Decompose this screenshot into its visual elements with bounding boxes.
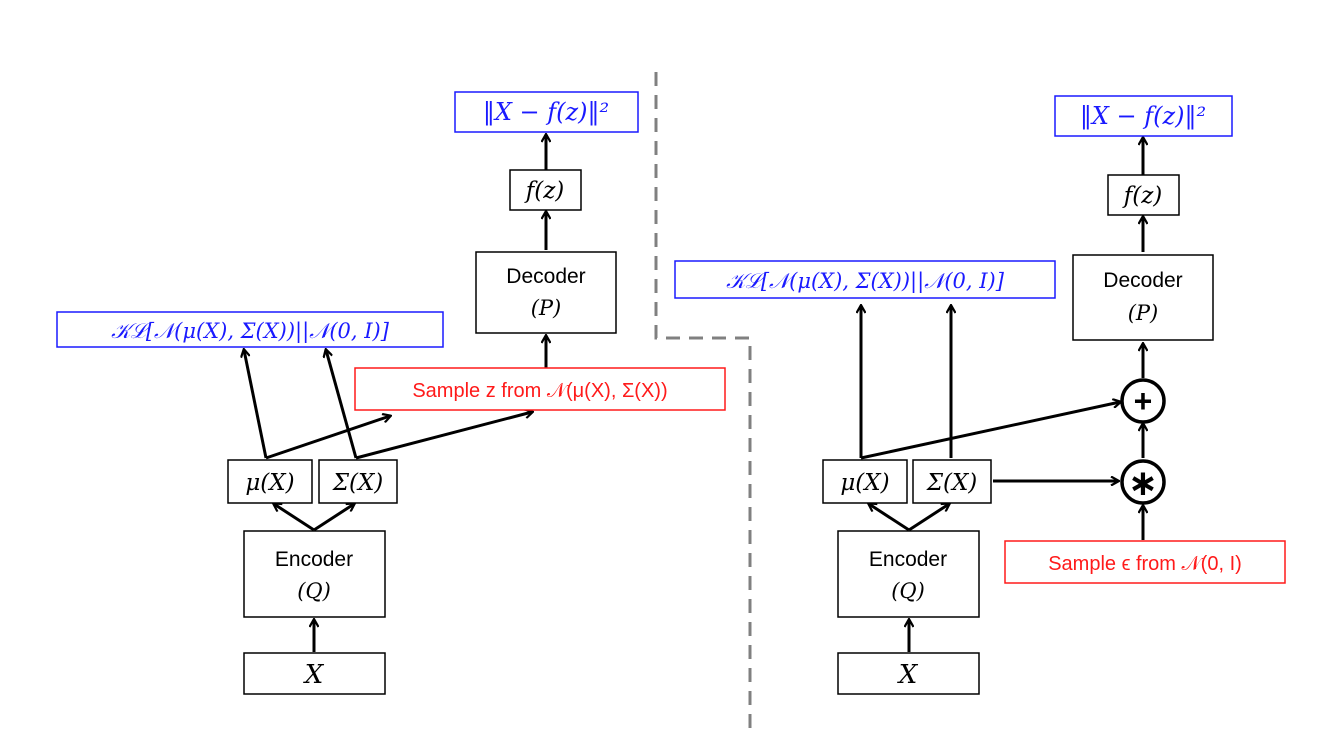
kl-loss-label: 𝒦ℒ[𝒩(μ(X), Σ(X))||𝒩(0, I)] xyxy=(726,269,1005,294)
sample-z-label: Sample z from 𝒩(μ(X), Σ(X)) xyxy=(412,380,667,402)
mu-box xyxy=(822,459,908,504)
input-x-box xyxy=(837,652,980,695)
kl-loss-label: 𝒦ℒ[𝒩(μ(X), Σ(X))||𝒩(0, I)] xyxy=(111,319,390,344)
divider xyxy=(654,72,752,736)
encoder-box xyxy=(243,530,386,618)
sample-epsilon-label: Sample ϵ from 𝒩(0, I) xyxy=(1048,553,1242,575)
arrow-encoder-to-sigma xyxy=(908,504,949,532)
decoder-label: Decoder xyxy=(1103,269,1182,292)
left-diagram: X Encoder (Q) μ(X) Σ(X) 𝒦ℒ[𝒩(μ(X), Σ(X))… xyxy=(56,91,726,695)
encoder-box xyxy=(837,530,980,618)
sigma-label: Σ(X) xyxy=(332,470,384,496)
input-x-label: X xyxy=(303,660,325,690)
decoder-box xyxy=(1072,254,1214,341)
arrow-encoder-to-mu xyxy=(869,504,910,532)
add-node xyxy=(1120,378,1166,424)
encoder-label: Encoder xyxy=(275,548,353,571)
decoder-label: Decoder xyxy=(506,265,585,288)
input-x-label: X xyxy=(897,660,919,690)
decoder-param: (P) xyxy=(531,296,562,320)
encoder-param: (Q) xyxy=(891,579,925,603)
sample-epsilon-box xyxy=(1004,540,1286,584)
fz-label: f(z) xyxy=(524,178,565,204)
kl-loss-box xyxy=(56,311,444,348)
add-symbol: + xyxy=(1134,383,1153,419)
multiply-symbol: ∗ xyxy=(1128,462,1158,503)
arrow-mu-to-plus xyxy=(860,402,1120,460)
sample-z-box xyxy=(354,367,726,411)
arrow-mu-to-kl xyxy=(244,350,268,459)
arrow-sigma-to-kl xyxy=(326,350,358,459)
decoder-box xyxy=(475,251,617,334)
arrow-mu-to-sample xyxy=(265,416,390,460)
mu-label: μ(X) xyxy=(245,470,294,496)
reconstruction-loss-label: ‖X − f(z)‖² xyxy=(483,98,609,127)
arrow-sigma-to-sample xyxy=(355,412,532,460)
fz-box xyxy=(509,169,582,211)
reconstruction-loss-box xyxy=(454,91,639,133)
input-x-box xyxy=(243,652,386,695)
encoder-param: (Q) xyxy=(297,579,331,603)
sigma-box xyxy=(318,459,398,504)
fz-label: f(z) xyxy=(1122,183,1163,209)
arrow-encoder-to-mu xyxy=(274,504,315,532)
multiply-node xyxy=(1120,459,1166,505)
reconstruction-loss-box xyxy=(1054,95,1233,137)
sigma-box xyxy=(912,459,992,504)
mu-box xyxy=(227,459,313,504)
fz-box xyxy=(1107,174,1180,216)
sigma-label: Σ(X) xyxy=(926,470,978,496)
kl-loss-box xyxy=(674,260,1056,299)
decoder-param: (P) xyxy=(1128,301,1159,325)
arrow-encoder-to-sigma xyxy=(313,504,354,532)
reconstruction-loss-label: ‖X − f(z)‖² xyxy=(1080,102,1206,131)
encoder-label: Encoder xyxy=(869,548,947,571)
right-diagram: X Encoder (Q) μ(X) Σ(X) 𝒦ℒ[𝒩(μ(X), Σ(X))… xyxy=(674,95,1286,695)
mu-label: μ(X) xyxy=(840,470,889,496)
